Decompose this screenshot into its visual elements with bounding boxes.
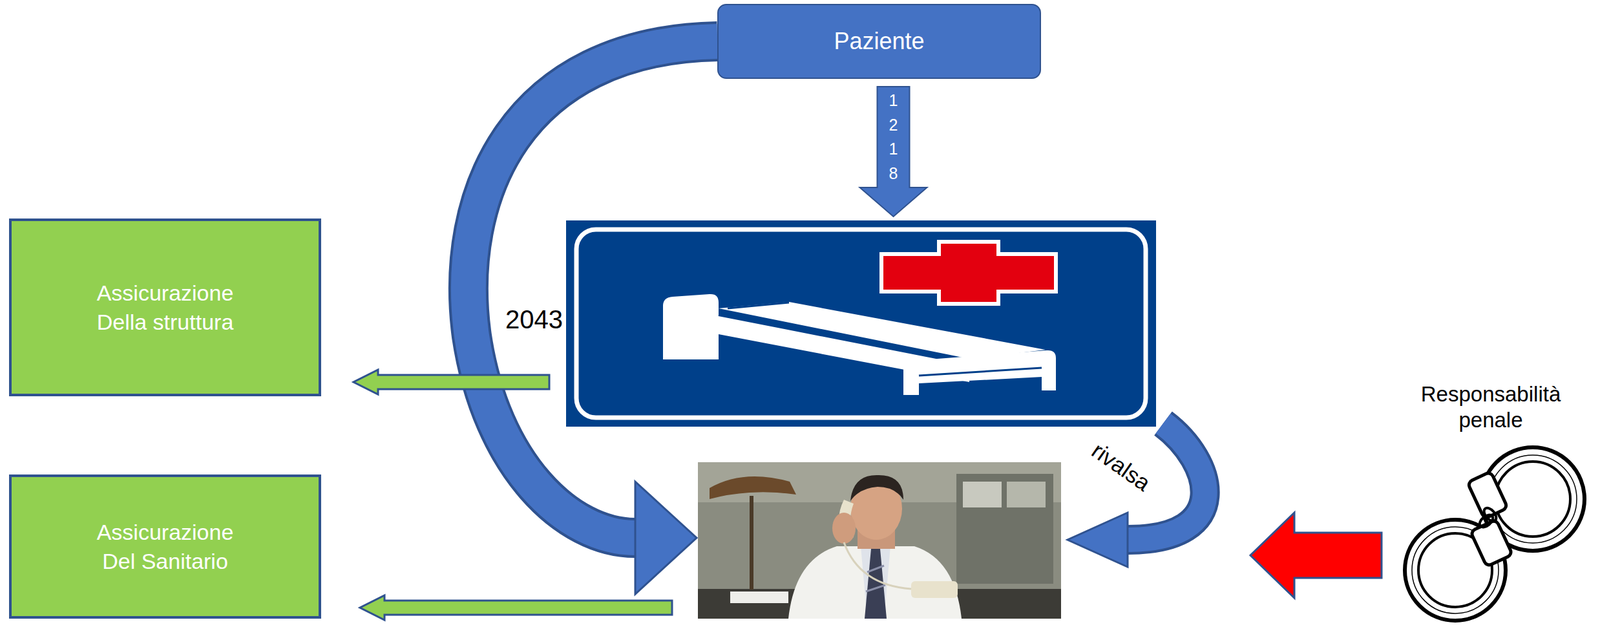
red-cross-part xyxy=(936,239,1001,306)
connector-arrow-part xyxy=(635,481,697,594)
criminal-liability: Responsabilità penale xyxy=(1389,378,1593,626)
doctor-photo-part xyxy=(788,546,962,619)
doctor-photo-part xyxy=(850,474,904,501)
handcuffs-drawing-part xyxy=(1470,519,1513,567)
doctor-photo-part xyxy=(962,481,1002,508)
node-text: Paziente xyxy=(833,27,925,55)
connector-arrow xyxy=(359,595,673,620)
bed-icon-part xyxy=(727,302,790,309)
handcuffs-drawing-part xyxy=(1467,471,1508,519)
connector-arrow-part xyxy=(353,369,550,395)
doctor-photo-part xyxy=(832,512,856,544)
node-text: Responsabilità penale xyxy=(1421,381,1561,433)
connector-arrow xyxy=(353,369,550,395)
connector-arrow xyxy=(860,86,928,217)
doctor-photo xyxy=(697,462,1062,619)
connector-arrow xyxy=(1067,423,1206,567)
red-cross xyxy=(879,239,1058,306)
edge-label: rivalsa xyxy=(1084,435,1158,497)
sign-border xyxy=(576,229,1146,418)
doctor-photo-part xyxy=(860,546,891,619)
handcuffs-drawing xyxy=(1404,447,1585,621)
doctor-photo-part xyxy=(697,462,1062,619)
doctor-photo-part xyxy=(867,565,885,572)
doctor-photo-part xyxy=(709,476,797,499)
bed-icon xyxy=(663,294,1056,395)
doctor-photo-part xyxy=(1006,481,1046,508)
node-text: Assicurazione Del Sanitario xyxy=(96,517,234,575)
connector-arrow-part xyxy=(1250,512,1382,598)
doctor-photo-part xyxy=(956,473,1054,584)
hospital-sign xyxy=(566,220,1157,427)
doctor-photo-part xyxy=(749,495,754,590)
handcuffs-drawing-part xyxy=(1481,505,1499,523)
doctor-photo-part xyxy=(843,542,912,589)
bed-icon-part xyxy=(663,294,719,360)
connector-arrow xyxy=(1250,512,1382,598)
doctor-photo xyxy=(697,462,1062,619)
connector-arrow-part xyxy=(860,86,928,217)
doctor-photo-part xyxy=(865,584,886,592)
doctor-photo-part xyxy=(911,580,958,598)
doctor-photo-part xyxy=(730,591,789,603)
sign-ground xyxy=(566,220,1157,427)
red-cross-part xyxy=(940,243,997,302)
bed-icon-part xyxy=(903,350,1056,395)
connector-arrow-part xyxy=(359,595,673,620)
insurance-box: Assicurazione Della struttura xyxy=(9,218,322,397)
edge-label: 2043 xyxy=(502,305,566,335)
patient-box: Paziente xyxy=(717,3,1042,79)
node-text: Assicurazione Della struttura xyxy=(96,278,234,336)
edge-label: 1218 xyxy=(889,88,899,186)
bed-icon-part xyxy=(718,314,970,364)
hospital-sign xyxy=(566,220,1157,427)
connector-arrow-part xyxy=(1067,512,1128,567)
handcuffs-drawing-part xyxy=(1495,461,1571,537)
bed-icon-part xyxy=(918,367,1042,376)
insurance-box: Assicurazione Del Sanitario xyxy=(9,474,322,619)
